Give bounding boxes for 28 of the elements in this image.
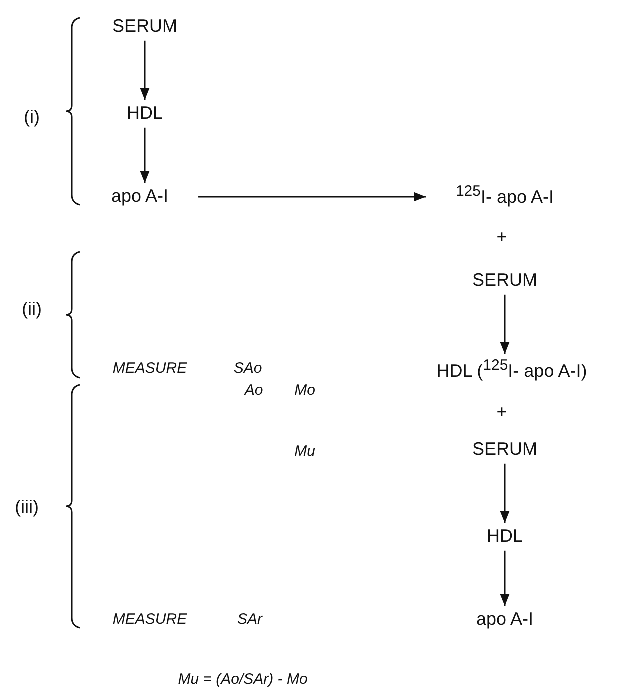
step-text: HDL — [127, 104, 163, 124]
step-text: $^{125}$I- apo A-I — [456, 184, 554, 208]
step-label: (ii) — [22, 300, 42, 320]
measurement-label: Mo — [294, 382, 316, 400]
arrow — [500, 464, 510, 524]
step-text: SERUM — [472, 440, 538, 460]
arrow — [500, 294, 510, 354]
arrow — [500, 550, 510, 606]
step-text: HDL — [487, 527, 523, 547]
step-text: apo A-I — [476, 610, 534, 630]
measurement-label: Mu — [294, 444, 316, 460]
step-text: HDL ($^{125}$I- apo A-I) — [436, 358, 588, 382]
arrow — [198, 192, 426, 202]
measurement-label: MEASURE — [112, 612, 188, 628]
step-text: SERUM — [472, 271, 538, 291]
measurement-label: SAo — [234, 360, 262, 378]
measurement-label: Mu = (Ao/SAr) - Mo — [178, 672, 308, 688]
step-label: (i) — [24, 108, 40, 128]
arrow — [140, 128, 150, 184]
step-label: (iii) — [15, 498, 39, 518]
measurement-label: MEASURE — [112, 360, 188, 378]
measurement-label: Ao — [244, 382, 264, 400]
step-text: apo A-I — [111, 187, 169, 207]
measurement-label: SAr — [238, 612, 262, 628]
step-label: + — [496, 228, 508, 248]
step-text: SERUM — [112, 17, 178, 37]
arrow — [140, 40, 150, 100]
step-label: + — [496, 403, 508, 423]
